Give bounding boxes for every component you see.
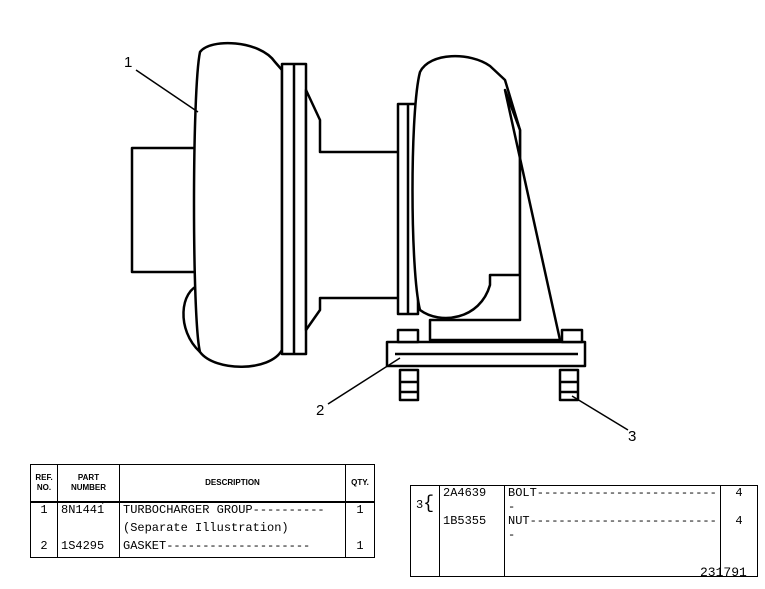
table-row: 2 1S4295 GASKET-------------------- 1 [30, 539, 375, 558]
leader-2 [327, 357, 401, 405]
center-housing [304, 88, 402, 332]
qty-header: QTY. [345, 464, 375, 503]
turbine-housing [411, 55, 522, 320]
part-number [57, 521, 120, 539]
compressor-inlet [130, 146, 202, 274]
table-row: 3{ 2A4639 BOLT--------------------------… [410, 485, 758, 577]
table-row: 1B5355 NUT--------------------------- 4 [411, 514, 758, 542]
qty [345, 521, 375, 539]
ref-no: 2 [30, 539, 58, 558]
description: BOLT-------------------------- [504, 485, 721, 514]
nut-right [558, 368, 580, 402]
description: (Separate Illustration) [119, 521, 346, 539]
callout-2: 2 [316, 402, 325, 419]
table-spacer-row [411, 542, 758, 577]
spacer-cell [439, 542, 505, 577]
part-number: 1S4295 [57, 539, 120, 558]
callout-1: 1 [124, 54, 133, 71]
document-number: 231791 [700, 565, 747, 580]
leader-1 [135, 69, 199, 113]
description: TURBOCHARGER GROUP---------- [119, 502, 346, 521]
description: NUT--------------------------- [504, 514, 721, 542]
spacer-cell [720, 542, 758, 577]
description-header: DESCRIPTION [119, 464, 346, 503]
qty: 1 [345, 502, 375, 521]
parts-list-right: 3{ 2A4639 BOLT--------------------------… [410, 485, 758, 577]
qty: 4 [720, 485, 758, 514]
callout-3: 3 [628, 428, 637, 445]
ref-no-header: REF.NO. [30, 464, 58, 503]
compressor-housing [192, 41, 284, 368]
bolt-head-right [560, 328, 584, 344]
qty: 4 [720, 514, 758, 542]
support-bracket [428, 88, 562, 342]
turbocharger-mounting-diagram [130, 41, 629, 431]
part-number: 8N1441́ [57, 502, 120, 521]
part-number: 1B5355 [439, 514, 505, 542]
table-row: 1 8N1441́ TURBOCHARGER GROUP---------- 1 [30, 502, 375, 521]
leader-3 [571, 395, 629, 431]
bolt-head-left [396, 328, 420, 344]
qty: 1 [345, 539, 375, 558]
description: GASKET-------------------- [119, 539, 346, 558]
ref-no: 1 [30, 502, 58, 521]
part-number: 2A4639 [439, 485, 505, 514]
table-row: (Separate Illustration) [30, 521, 375, 539]
spacer-cell [504, 542, 721, 577]
ref-no [30, 521, 58, 539]
nut-left [398, 368, 420, 402]
ref-no: 3{ [410, 485, 440, 577]
